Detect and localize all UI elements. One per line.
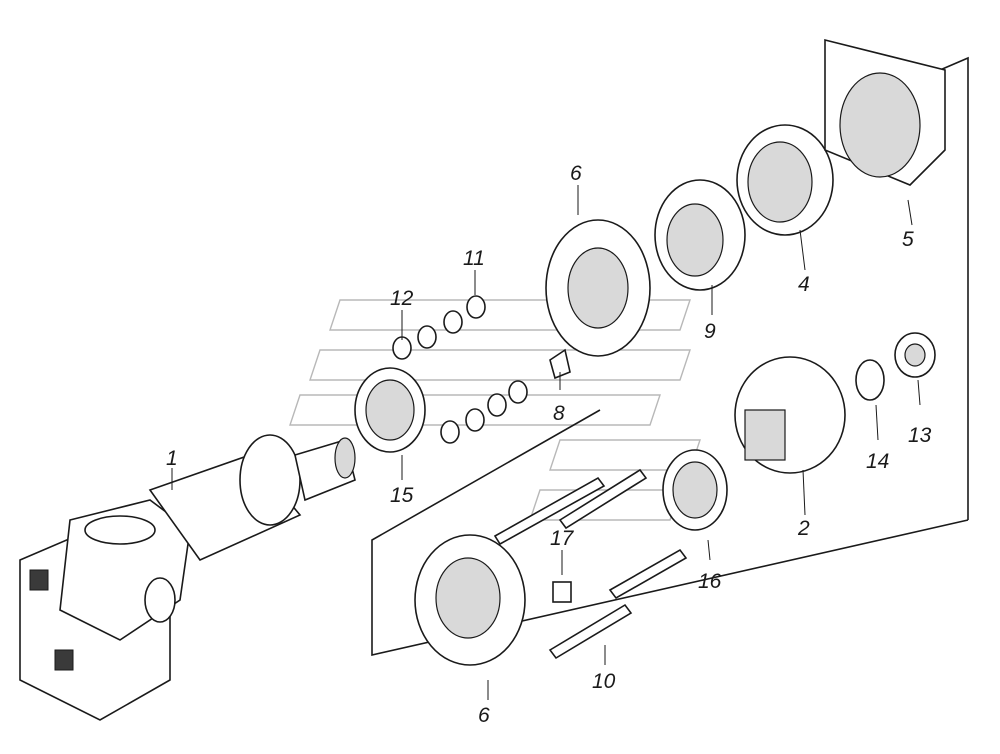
callout-9: 9 xyxy=(704,320,716,343)
callout-8: 8 xyxy=(553,402,565,425)
callout-15: 15 xyxy=(390,484,414,507)
callout-10: 10 xyxy=(592,670,616,693)
part-5-support-cushion xyxy=(824,38,946,186)
part-14-washer xyxy=(855,359,885,401)
part-9-bearing xyxy=(654,179,746,291)
part-13-nut xyxy=(894,332,936,378)
callout-6-top: 6 xyxy=(570,162,582,185)
part-6-lower-flange xyxy=(414,534,526,666)
callout-2: 2 xyxy=(797,517,810,540)
part-8-grease-fitting xyxy=(549,348,571,380)
part-4-retaining-ring xyxy=(736,124,834,236)
part-16-seal xyxy=(662,449,728,531)
callout-6-bottom: 6 xyxy=(478,704,490,727)
callout-4: 4 xyxy=(798,273,810,296)
callout-12: 12 xyxy=(390,287,414,310)
callout-17: 17 xyxy=(550,527,575,550)
part-6-upper-flange xyxy=(545,219,651,357)
callout-16: 16 xyxy=(698,570,722,593)
part-1-driveshaft xyxy=(19,434,356,721)
callout-5: 5 xyxy=(902,228,914,251)
part-10-bolts xyxy=(493,468,688,660)
leader-lines xyxy=(171,185,921,700)
callout-labels: 1 2 4 5 6 6 8 9 10 11 12 13 14 15 16 17 xyxy=(166,162,932,727)
part-15-seal-ring xyxy=(354,367,426,453)
part-2-flange-hub xyxy=(734,356,846,474)
callout-14: 14 xyxy=(866,450,889,473)
callout-11: 11 xyxy=(463,247,485,270)
callout-1: 1 xyxy=(166,447,178,470)
watermark-logo xyxy=(289,299,701,521)
callout-13: 13 xyxy=(908,424,932,447)
part-17-plug xyxy=(552,581,572,603)
frame-lines xyxy=(371,56,969,657)
